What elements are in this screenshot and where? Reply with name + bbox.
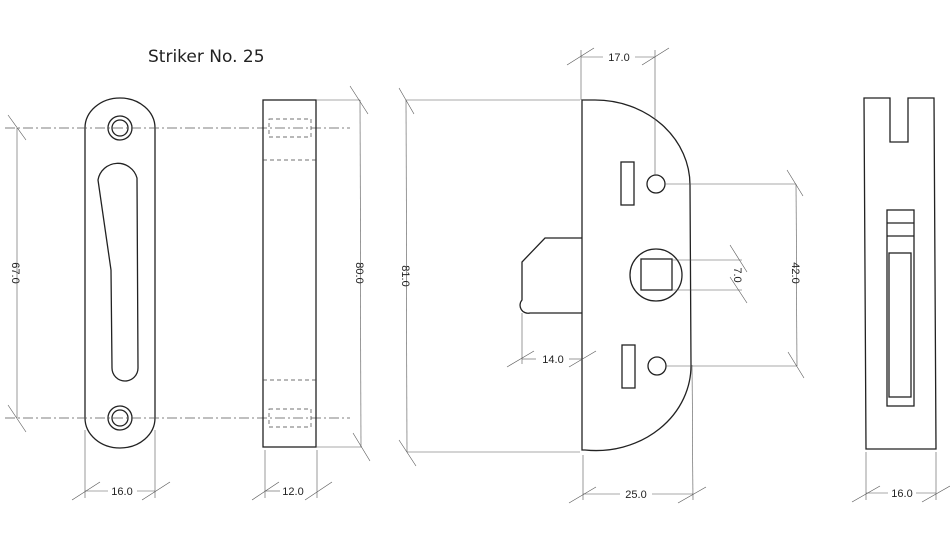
dim-42: 42.0 <box>789 262 801 283</box>
dim-67: 67.0 <box>9 262 21 283</box>
dim-16-striker: 16.0 <box>111 486 132 498</box>
dim-80: 80.0 <box>353 262 365 283</box>
lock-edge-view: 16.0 <box>851 97 950 503</box>
dim-16-edge: 16.0 <box>891 488 912 500</box>
dim-12: 12.0 <box>282 486 303 498</box>
striker-side-view: 80.0 12.0 <box>251 85 371 501</box>
dim-81: 81.0 <box>399 265 411 286</box>
drawing-title: Striker No. 25 <box>148 47 265 67</box>
striker-front-view: 67.0 16.0 <box>5 97 350 501</box>
dim-7: 7.0 <box>731 267 743 282</box>
dim-14: 14.0 <box>542 354 563 366</box>
dim-25: 25.0 <box>625 489 646 501</box>
dim-17: 17.0 <box>608 52 629 64</box>
lock-front-view: 17.0 81.0 42.0 7.0 14.0 25.0 <box>398 47 805 504</box>
